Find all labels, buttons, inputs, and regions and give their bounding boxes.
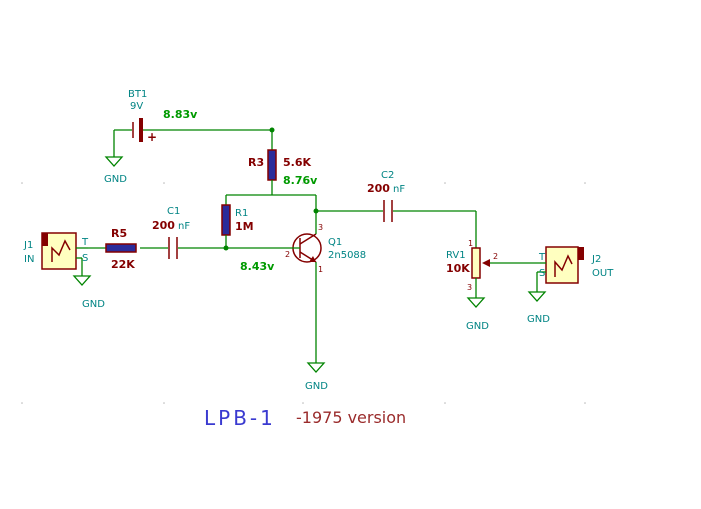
potentiometer-rv1[interactable]: RV1 10K 1 3 2 GND	[446, 211, 540, 332]
q1-ref-label: Q1	[328, 237, 342, 248]
capacitor-c1[interactable]: C1 200 nF	[140, 206, 226, 259]
rv1-ref-label: RV1	[446, 250, 466, 261]
resistor-r3[interactable]: R3 5.6K	[248, 130, 311, 195]
j1-gnd-label: GND	[82, 299, 105, 310]
q1-pin-base: 2	[285, 250, 290, 259]
rv1-value-label: 10K	[446, 262, 470, 275]
collector-voltage-label: 8.76v	[283, 174, 318, 187]
c2-unit-label: nF	[393, 184, 405, 195]
q1-value-label: 2n5088	[328, 250, 366, 261]
bt1-ref-label: BT1	[128, 89, 147, 100]
title-text: LPB-1	[204, 406, 276, 430]
resistor-r1[interactable]: R1 1M	[221, 195, 254, 248]
j2-gnd-label: GND	[527, 314, 550, 325]
r1-ref-label: R1	[235, 208, 248, 219]
r3-value-label: 5.6K	[283, 156, 311, 169]
j1-ref-label: J1	[23, 240, 33, 251]
j2-ref-label: J2	[591, 254, 601, 265]
battery-voltage-label: 8.83v	[163, 108, 198, 121]
j1-pin-t: T	[81, 237, 89, 248]
rv1-gnd-label: GND	[466, 321, 489, 332]
r1-value-label: 1M	[235, 220, 254, 233]
c1-value-label: 200	[152, 219, 175, 232]
rv1-pin-3: 3	[467, 283, 472, 292]
base-voltage-label: 8.43v	[240, 260, 275, 273]
j1-value-label: IN	[24, 254, 34, 265]
c1-unit-label: nF	[178, 221, 190, 232]
rv1-pin-2: 2	[493, 252, 498, 261]
rv1-pin-1: 1	[468, 239, 473, 248]
r5-ref-label: R5	[111, 227, 127, 240]
c2-ref-label: C2	[381, 170, 394, 181]
j2-pin-t: T	[538, 252, 546, 263]
transistor-q1[interactable]: Q1 2n5088 2 3 1	[226, 223, 366, 363]
sheet-grid-dots	[21, 182, 586, 404]
q1-ground: GND	[305, 362, 328, 392]
output-jack-j2[interactable]: T S J2 OUT GND	[527, 246, 614, 325]
q1-pin-collector: 3	[318, 223, 323, 232]
c2-value-label: 200	[367, 182, 390, 195]
j1-pin-s: S	[82, 253, 88, 264]
input-jack-j1[interactable]: T S J1 IN GND	[23, 232, 105, 310]
c1-ref-label: C1	[167, 206, 180, 217]
bt1-gnd-label: GND	[104, 174, 127, 185]
j2-pin-s: S	[539, 268, 545, 279]
q1-pin-emitter: 1	[318, 265, 323, 274]
capacitor-c2[interactable]: C2 200 nF	[316, 170, 476, 222]
j2-value-label: OUT	[592, 268, 614, 279]
r3-ref-label: R3	[248, 156, 264, 169]
bt1-value-label: 9V	[130, 101, 143, 112]
q1-gnd-label: GND	[305, 381, 328, 392]
r5-value-label: 22K	[111, 258, 135, 271]
battery-bt1[interactable]: BT1 9V + GND	[104, 89, 272, 185]
subtitle-text: -1975 version	[296, 408, 406, 427]
resistor-r5[interactable]: R5 22K	[88, 227, 137, 271]
svg-text:+: +	[147, 130, 157, 144]
